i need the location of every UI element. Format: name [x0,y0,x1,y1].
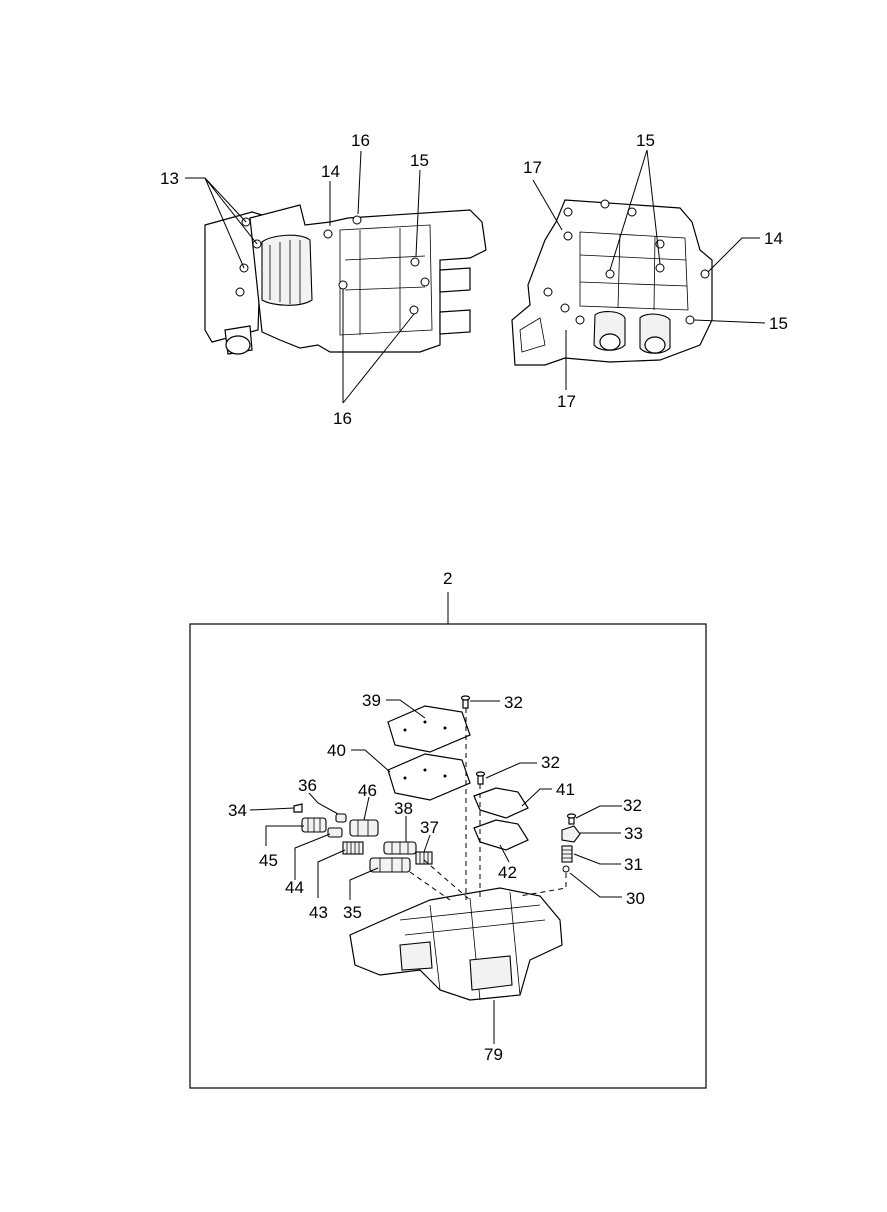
label-15-top: 15 [636,131,655,150]
label-46: 46 [358,781,377,800]
valve-33 [561,825,581,843]
plate-41 [473,787,529,819]
label-38: 38 [394,799,413,818]
label-44: 44 [285,878,304,897]
spring-43 [342,841,364,855]
label-34: 34 [228,801,247,820]
valve-44 [327,827,343,838]
valve-35 [369,857,411,873]
valve-38 [383,841,417,855]
label-32-c: 32 [623,796,642,815]
label-16-bottom: 16 [333,409,352,428]
label-30: 30 [626,889,645,908]
plate-40 [387,753,471,801]
label-17-top: 17 [523,158,542,177]
label-40: 40 [327,741,346,760]
label-14: 14 [321,162,340,181]
label-33: 33 [624,824,643,843]
label-79: 79 [484,1045,503,1064]
plug-34 [293,803,303,813]
screw-32-a [460,695,471,709]
sleeve-46 [349,819,379,837]
pin-36 [335,813,347,823]
label-15: 15 [410,151,429,170]
assembly-group: 2 [189,569,707,1089]
top-left-valve-body: 13 14 16 15 16 [160,131,487,428]
top-right-valve-body: 17 15 14 15 17 [511,131,788,411]
label-42: 42 [498,863,517,882]
screw-32-b [475,771,486,785]
label-32-b: 32 [541,753,560,772]
screw-32-c [566,813,577,825]
assembly-frame [189,623,707,1089]
valve-body-79 [349,887,563,1001]
label-41: 41 [556,780,575,799]
label-43: 43 [309,903,328,922]
label-17-bottom: 17 [557,392,576,411]
label-2: 2 [443,569,452,588]
sleeve-45 [301,817,327,833]
plate-42 [473,819,529,851]
ball-30 [562,865,570,873]
label-14-right: 14 [764,229,783,248]
label-39: 39 [362,691,381,710]
label-15-right: 15 [769,314,788,333]
label-16-top: 16 [351,131,370,150]
label-35: 35 [343,903,362,922]
label-32-a: 32 [504,693,523,712]
label-45: 45 [259,851,278,870]
label-13: 13 [160,169,179,188]
label-37: 37 [420,818,439,837]
label-36: 36 [298,776,317,795]
bolt-heads [235,215,430,315]
plate-39 [387,705,471,753]
label-31: 31 [624,855,643,874]
